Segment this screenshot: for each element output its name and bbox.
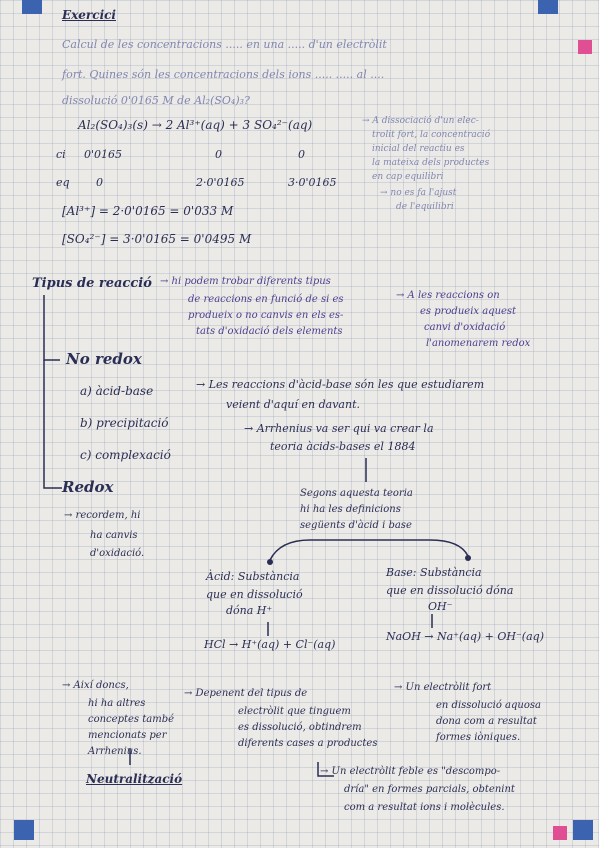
corner-marker-bottom-right	[573, 820, 593, 840]
tipus-desc-line-1: → hi podem trobar diferents tipus	[160, 276, 331, 287]
tipus-desc-line-3: produeix o no canvis en els es-	[188, 310, 344, 321]
base-def-line-3: OH⁻	[428, 600, 453, 613]
exercise-statement-line-1: Calcul de les concentracions ..... en un…	[62, 38, 387, 51]
bottom-left-line-1: → Així doncs,	[62, 680, 129, 691]
dissociation-note-line-3: inicial del reactiu es	[372, 144, 465, 154]
tipus-heading: Tipus de reacció	[32, 276, 152, 291]
acid-def-line-3: dóna H⁺	[226, 604, 273, 617]
exercise-title: Exercici	[62, 8, 116, 22]
dissociation-note-line-6: → no es fa l'ajust	[380, 188, 457, 198]
bottom-left-line-5: Arrhenius.	[88, 746, 142, 757]
redox-desc-line-3: d'oxidació.	[90, 548, 145, 559]
base-def-line-1: Base: Substància	[386, 566, 482, 579]
acid-base-desc-line-2: veient d'aquí en davant.	[226, 398, 360, 411]
dissociation-note-line-2: trolit fort, la concentració	[372, 130, 491, 140]
bottom-left-line-2: hi ha altres	[88, 698, 146, 709]
dissociation-note-line-7: de l'equilibri	[396, 202, 454, 212]
bottom-left-line-3: conceptes també	[88, 714, 175, 725]
reaction-equation: Al₂(SO₄)₃(s) → 2 Al³⁺(aq) + 3 SO₄²⁻(aq)	[78, 118, 313, 132]
row-ci-value-2: 0	[215, 148, 222, 161]
tipus-desc-line-4: tats d'oxidació dels elements	[196, 326, 343, 337]
bottom-middle-line-4: diferents cases a productes	[238, 738, 378, 749]
corner-marker-top-left	[22, 0, 42, 14]
bottom-right-line-4: formes iòniques.	[436, 732, 521, 743]
row-ci-value-3: 0	[298, 148, 305, 161]
result-al-concentration: [Al³⁺] = 2·0'0165 = 0'033 M	[62, 204, 234, 218]
acid-def-line-1: Àcid: Substància	[206, 570, 300, 583]
bottom-left-line-4: mencionats per	[88, 730, 167, 741]
arrhenius-line-1: → Arrhenius va ser qui va crear la	[244, 422, 434, 435]
row-ci-label: ci	[56, 148, 66, 161]
redox-heading: Redox	[62, 478, 114, 496]
segons-line-3: següents d'àcid i base	[300, 520, 412, 531]
segons-line-1: Segons aquesta teoria	[300, 488, 413, 499]
bottom-right-line-2: en dissolució aquosa	[436, 700, 541, 711]
dissociation-note-line-5: en cap equilibri	[372, 172, 444, 182]
base-def-line-2: que en dissolució dóna	[386, 584, 514, 597]
tree-trunk-line	[43, 295, 60, 361]
row-ci-value-1: 0'0165	[84, 148, 123, 161]
row-eq-value-3: 3·0'0165	[288, 176, 337, 189]
weak-electrolyte-line-1: → Un electròlit feble es "descompo-	[320, 766, 501, 777]
bottom-middle-line-1: → Depenent del tipus de	[184, 688, 308, 699]
redox-note-line-4: l'anomenarem redox	[426, 338, 531, 349]
row-eq-label: eq	[56, 176, 70, 189]
redox-note-line-3: canvi d'oxidació	[424, 322, 506, 333]
exercise-statement-line-3: dissolució 0'0165 M de Al₂(SO₄)₃?	[62, 94, 250, 107]
no-redox-item-complexation: c) complexació	[80, 448, 171, 462]
no-redox-item-acid-base: a) àcid-base	[80, 384, 154, 398]
arrhenius-line-2: teoria àcids-bases el 1884	[270, 440, 416, 453]
corner-marker-bottom-left	[14, 820, 34, 840]
redox-note-line-1: → A les reaccions on	[396, 290, 500, 301]
corner-marker-top-right	[538, 0, 558, 14]
tipus-desc-line-2: de reaccions en funció de si es	[188, 294, 344, 305]
acid-def-line-2: que en dissolució	[206, 588, 303, 601]
row-eq-value-1: 0	[96, 176, 103, 189]
redox-desc-line-1: → recordem, hi	[64, 510, 141, 521]
no-redox-item-precipitation: b) precipitació	[80, 416, 169, 430]
acid-base-desc-line-1: → Les reaccions d'àcid-base són les que …	[196, 378, 485, 391]
dissociation-note-line-4: la mateixa dels productes	[372, 158, 490, 168]
neutralization-label: Neutralització	[86, 772, 183, 786]
no-redox-heading: No redox	[66, 350, 142, 368]
bottom-right-line-3: dona com a resultat	[436, 716, 537, 727]
acid-example: HCl → H⁺(aq) + Cl⁻(aq)	[204, 638, 336, 651]
weak-electrolyte-line-3: com a resultat ions i molècules.	[344, 802, 505, 813]
bottom-right-line-1: → Un electròlit fort	[394, 682, 492, 693]
base-example: NaOH → Na⁺(aq) + OH⁻(aq)	[386, 630, 544, 643]
redox-note-line-2: es produeix aquest	[420, 306, 517, 317]
weak-electrolyte-line-2: dría" en formes parcials, obtenint	[344, 784, 515, 795]
no-redox-branch-line	[43, 375, 62, 489]
redox-desc-line-2: ha canvis	[90, 530, 138, 541]
result-so4-concentration: [SO₄²⁻] = 3·0'0165 = 0'0495 M	[62, 232, 252, 246]
bottom-middle-line-2: electròlit que tinguem	[238, 706, 351, 717]
corner-marker-top-right-pink	[578, 40, 592, 54]
dissociation-note-line-1: → A dissociació d'un elec-	[362, 116, 479, 126]
corner-marker-bottom-right-pink	[553, 826, 567, 840]
segons-split-line	[269, 539, 469, 561]
exercise-statement-line-2: fort. Quines són les concentracions dels…	[62, 68, 385, 81]
row-eq-value-2: 2·0'0165	[196, 176, 245, 189]
segons-line-2: hi ha les definicions	[300, 504, 401, 515]
bottom-middle-line-3: es dissolució, obtindrem	[238, 722, 362, 733]
weak-hook-line	[317, 762, 334, 777]
